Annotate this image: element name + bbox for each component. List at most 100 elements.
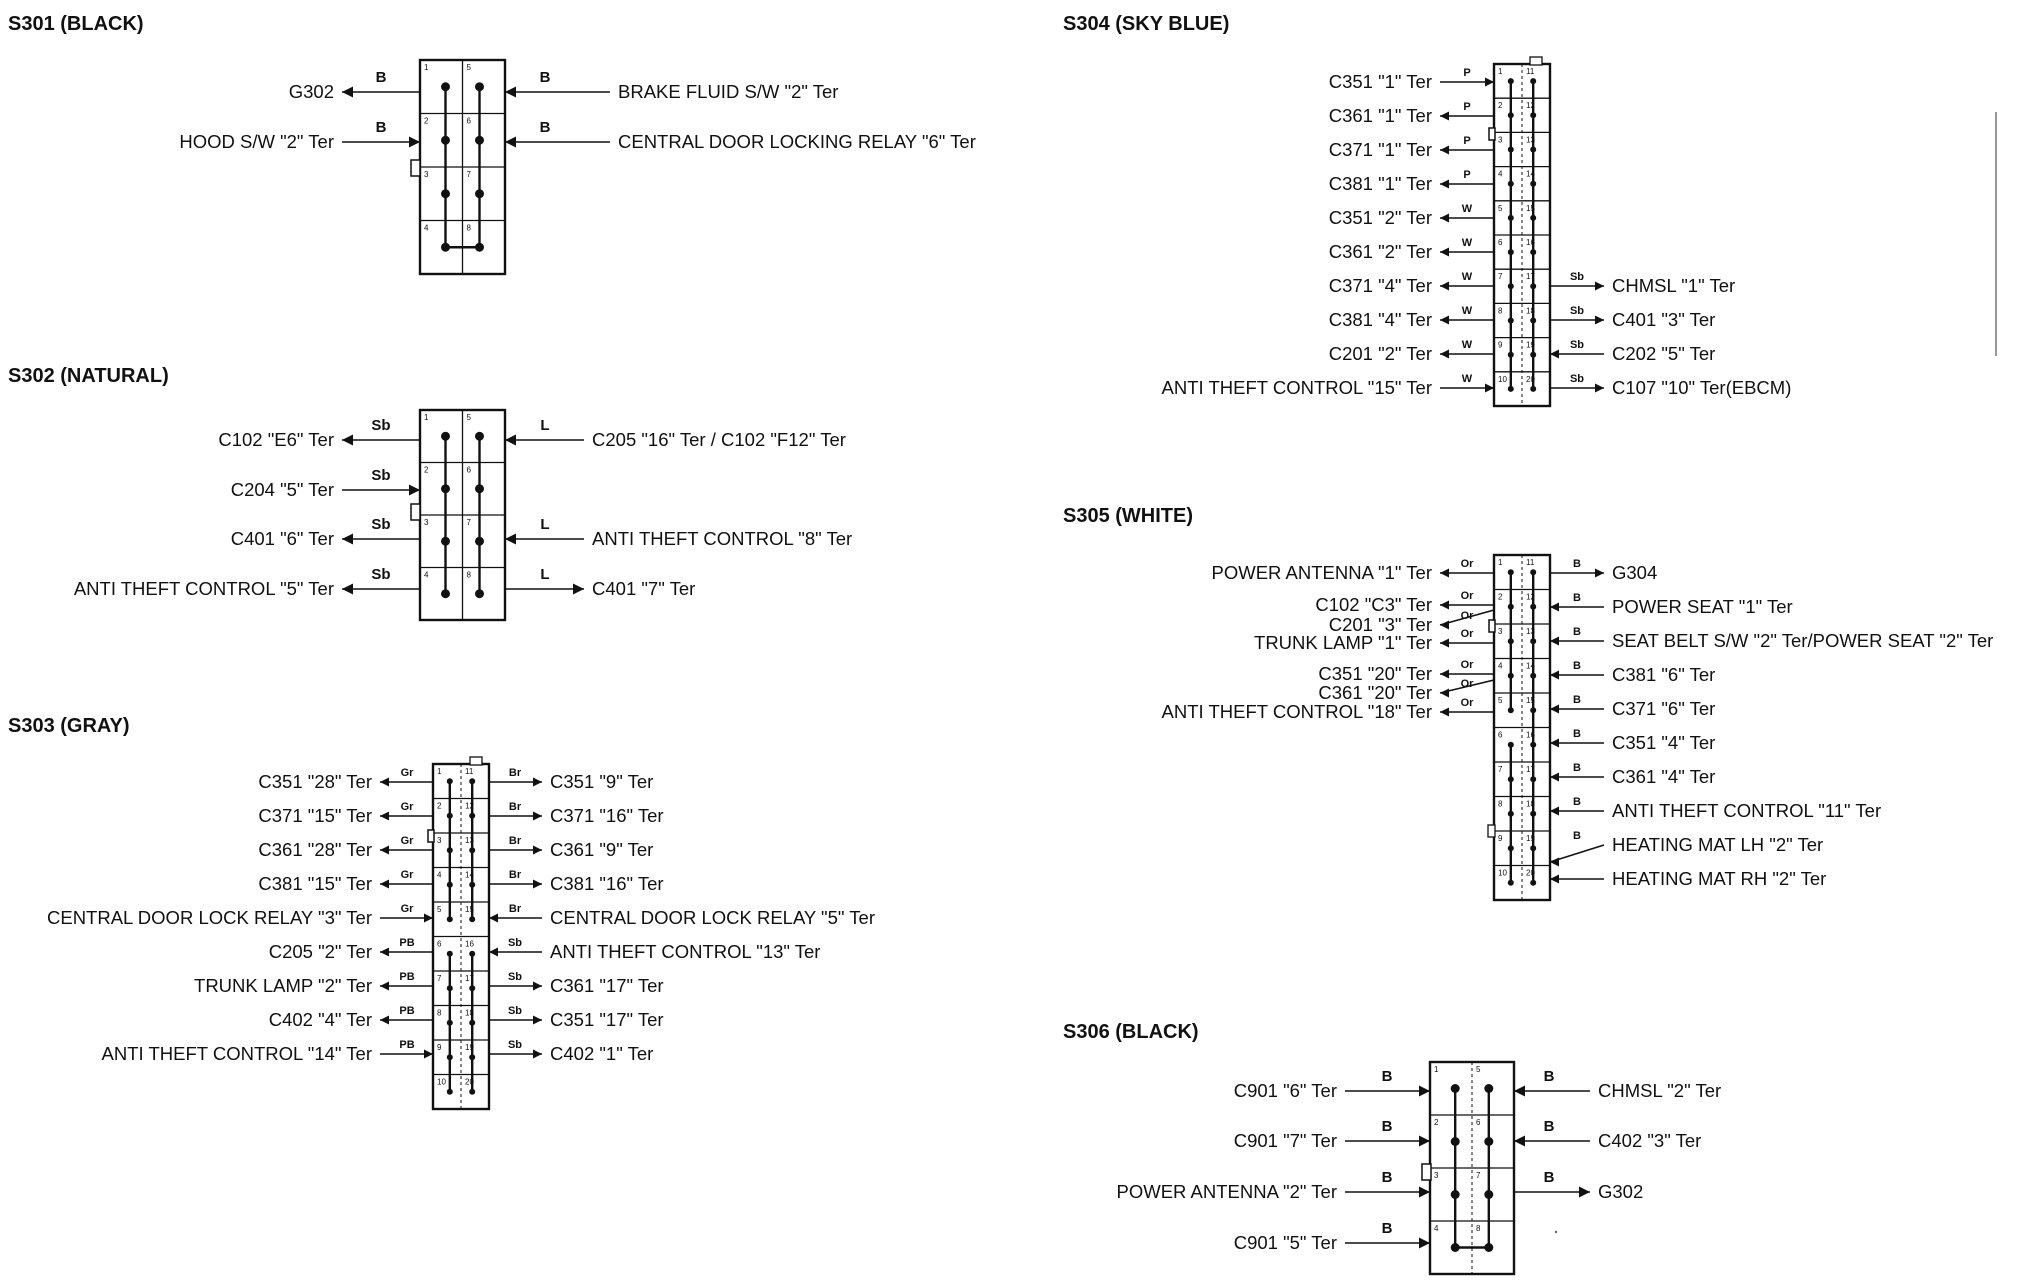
pin-number: 11 xyxy=(1526,67,1535,76)
terminal-label-right: CENTRAL DOOR LOCKING RELAY "6" Ter xyxy=(618,131,976,152)
connector-latch xyxy=(1488,619,1496,633)
pin-number: 3 xyxy=(1434,1171,1439,1180)
wire-color-code: Or xyxy=(1461,628,1475,640)
arrow-head xyxy=(1485,383,1494,393)
wire-color-code: W xyxy=(1462,373,1473,385)
pin-number: 20 xyxy=(1526,869,1535,878)
pin-dot xyxy=(475,242,484,252)
terminal-label-right: C402 "1" Ter xyxy=(550,1043,653,1064)
pin-number: 7 xyxy=(467,170,472,179)
arrow-head xyxy=(505,136,516,148)
terminal-label-left: POWER ANTENNA "2" Ter xyxy=(1117,1181,1337,1202)
pin-dot xyxy=(1530,214,1537,221)
pin-dot xyxy=(446,1054,453,1061)
pin-number: 19 xyxy=(465,1043,474,1052)
pin-number: 6 xyxy=(1498,731,1503,740)
wire-color-code: Or xyxy=(1461,610,1475,622)
connector-title: S301 (BLACK) xyxy=(8,13,144,35)
connector-title: S303 (GRAY) xyxy=(8,715,130,737)
pin-number: 4 xyxy=(1498,170,1503,179)
pin-number: 20 xyxy=(1526,375,1535,384)
wire-color-code: B xyxy=(1382,1118,1393,1135)
connector-latch xyxy=(1487,824,1496,838)
pin-dot xyxy=(1530,283,1537,290)
terminal-label-right: CENTRAL DOOR LOCK RELAY "5" Ter xyxy=(550,907,875,928)
wire-color-code: Sb xyxy=(371,566,390,583)
pin-dot xyxy=(441,536,450,546)
pin-dot xyxy=(1530,569,1537,576)
arrow-head xyxy=(342,583,353,595)
terminal-label-right: CHMSL "1" Ter xyxy=(1612,275,1735,296)
pin-dot xyxy=(469,1054,476,1061)
pin-number: 5 xyxy=(467,413,472,422)
pin-number: 16 xyxy=(465,940,474,949)
terminal-label-right: BRAKE FLUID S/W "2" Ter xyxy=(618,81,838,102)
arrow-head xyxy=(1514,1085,1525,1097)
wire-color-code: B xyxy=(1573,830,1581,842)
pin-dot xyxy=(1507,78,1514,85)
pin-number: 1 xyxy=(1498,67,1503,76)
wire-color-code: B xyxy=(1382,1220,1393,1237)
wire-color-code: Sb xyxy=(508,1005,522,1017)
pin-dot xyxy=(1507,603,1514,610)
terminal-label-right: HEATING MAT LH "2" Ter xyxy=(1612,834,1823,855)
connector-title: S302 (NATURAL) xyxy=(8,365,169,387)
pin-number: 15 xyxy=(1526,204,1535,213)
pin-dot xyxy=(475,536,484,546)
pin-number: 1 xyxy=(424,63,429,72)
pin-dot xyxy=(1507,638,1514,645)
terminal-label-right: C381 "6" Ter xyxy=(1612,664,1715,685)
wire-color-code: B xyxy=(540,69,551,86)
pin-number: 8 xyxy=(467,571,472,580)
terminal-label-right: POWER SEAT "1" Ter xyxy=(1612,596,1793,617)
wire-color-code: Sb xyxy=(371,467,390,484)
pin-dot xyxy=(1507,385,1514,392)
wire-color-code: Or xyxy=(1461,678,1475,690)
pin-number: 13 xyxy=(1526,627,1535,636)
wire-color-code: Gr xyxy=(401,835,415,847)
terminal-label-left: G302 xyxy=(289,81,334,102)
wire-color-code: W xyxy=(1462,339,1473,351)
pin-number: 5 xyxy=(1476,1065,1481,1074)
wire-color-code: Br xyxy=(509,767,522,779)
connector-title: S304 (SKY BLUE) xyxy=(1063,13,1229,35)
terminal-label-right: C202 "5" Ter xyxy=(1612,343,1715,364)
terminal-label-left: C361 "20" Ter xyxy=(1318,682,1432,703)
terminal-label-right: C401 "7" Ter xyxy=(592,578,695,599)
wire-color-code: W xyxy=(1462,305,1473,317)
wire-color-code: L xyxy=(540,566,549,583)
connector-latch xyxy=(427,829,435,843)
terminal-label-left: CENTRAL DOOR LOCK RELAY "3" Ter xyxy=(47,907,372,928)
pin-dot xyxy=(469,847,476,854)
terminal-label-right: ANTI THEFT CONTROL "8" Ter xyxy=(592,528,852,549)
pin-dot xyxy=(475,431,484,441)
arrow-head xyxy=(1440,688,1449,698)
arrow-head xyxy=(1550,738,1559,748)
connector-latch xyxy=(1421,1163,1432,1181)
arrow-head xyxy=(505,533,516,545)
pin-dot xyxy=(1507,180,1514,187)
wire-color-code: B xyxy=(1573,796,1581,808)
arrow-head xyxy=(1550,772,1559,782)
terminal-label-left: C381 "1" Ter xyxy=(1329,173,1432,194)
wire-color-code: PB xyxy=(399,937,414,949)
pin-dot xyxy=(441,242,450,252)
arrow-head xyxy=(1440,111,1449,121)
pin-number: 12 xyxy=(1526,593,1535,602)
pin-dot xyxy=(1507,214,1514,221)
pin-dot xyxy=(469,812,476,819)
terminal-label-left: C201 "2" Ter xyxy=(1329,343,1432,364)
pin-number: 10 xyxy=(437,1078,446,1087)
pin-dot xyxy=(469,916,476,923)
pin-dot xyxy=(1507,776,1514,783)
pin-number: 14 xyxy=(1526,170,1535,179)
wire-color-code: Sb xyxy=(1570,271,1584,283)
connector-title: S306 (BLACK) xyxy=(1063,1021,1199,1043)
terminal-label-left: ANTI THEFT CONTROL "5" Ter xyxy=(74,578,334,599)
wire-color-code: B xyxy=(1573,762,1581,774)
pin-dot xyxy=(441,431,450,441)
terminal-label-left: C901 "7" Ter xyxy=(1234,1130,1337,1151)
arrow-head xyxy=(1440,349,1449,359)
pin-number: 4 xyxy=(424,224,429,233)
